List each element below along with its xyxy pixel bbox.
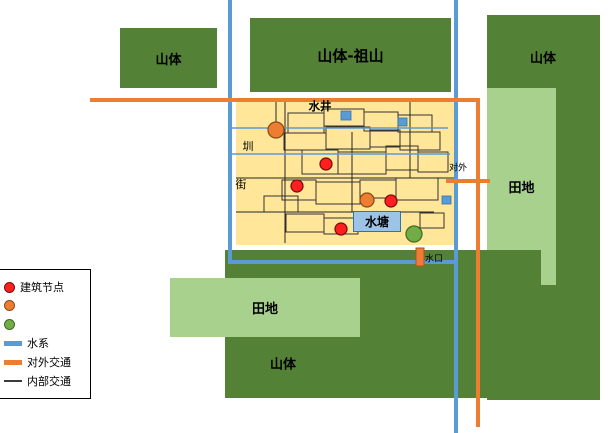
channel-label: 圳 bbox=[242, 140, 254, 153]
legend-item-label: 对外交通 bbox=[27, 356, 71, 370]
well-label: 水井 bbox=[308, 99, 332, 113]
legend-item bbox=[4, 297, 85, 315]
field-bottom-label: 田地 bbox=[251, 302, 278, 317]
building bbox=[285, 213, 325, 233]
red-node bbox=[334, 222, 348, 236]
red-node bbox=[290, 179, 304, 193]
building bbox=[315, 181, 361, 205]
building bbox=[395, 177, 439, 201]
legend-item: 内部交通 bbox=[4, 372, 85, 390]
building bbox=[417, 151, 449, 173]
street-label: 街 bbox=[235, 178, 247, 191]
mountain-right-label: 山体 bbox=[529, 51, 557, 67]
legend-item: 对外交通 bbox=[4, 353, 85, 371]
building bbox=[263, 195, 299, 213]
mountain-top-left: 山体 bbox=[120, 28, 217, 88]
well-marker bbox=[397, 117, 408, 127]
building bbox=[369, 129, 401, 148]
pond-label: 水塘 bbox=[353, 211, 401, 232]
well-marker bbox=[441, 195, 452, 205]
legend-bar-marker bbox=[4, 340, 22, 346]
watergate-label: 水口 bbox=[424, 254, 444, 265]
legend-line-marker bbox=[4, 379, 22, 382]
legend-item bbox=[4, 316, 85, 334]
legend-item: 水系 bbox=[4, 334, 85, 352]
building bbox=[337, 151, 387, 175]
external-label: 对外 bbox=[448, 163, 468, 174]
building bbox=[325, 126, 371, 150]
legend-item-label: 内部交通 bbox=[27, 374, 71, 388]
orange-node bbox=[359, 192, 375, 208]
red-node bbox=[384, 194, 398, 208]
well-marker bbox=[340, 110, 352, 121]
legend-item-label: 建筑节点 bbox=[20, 281, 64, 294]
mountain-bottom-label: 山体 bbox=[269, 357, 297, 373]
mountain-ancestral: 山体-祖山 bbox=[250, 18, 451, 92]
legend-item-label: 水系 bbox=[27, 337, 49, 351]
red-node bbox=[319, 157, 333, 171]
mountain-ancestral-label: 山体-祖山 bbox=[317, 46, 384, 65]
building bbox=[283, 132, 327, 151]
legend-item: 建筑节点 bbox=[4, 278, 85, 296]
legend-dot-marker bbox=[4, 281, 15, 293]
legend-bar-marker bbox=[4, 359, 22, 365]
field-right-label: 田地 bbox=[508, 181, 535, 196]
mountain-top-left-label: 山体 bbox=[155, 52, 182, 68]
legend-dot-marker bbox=[4, 300, 15, 312]
orange-node bbox=[267, 121, 285, 139]
green-node bbox=[405, 225, 423, 243]
legend: 建筑节点水系对外交通内部交通 bbox=[0, 269, 91, 399]
building bbox=[399, 131, 441, 151]
water-gate-marker bbox=[415, 247, 425, 267]
building bbox=[287, 112, 325, 134]
legend-dot-marker bbox=[4, 319, 15, 331]
building bbox=[419, 212, 445, 229]
field-bottom: 田地 bbox=[170, 278, 360, 337]
